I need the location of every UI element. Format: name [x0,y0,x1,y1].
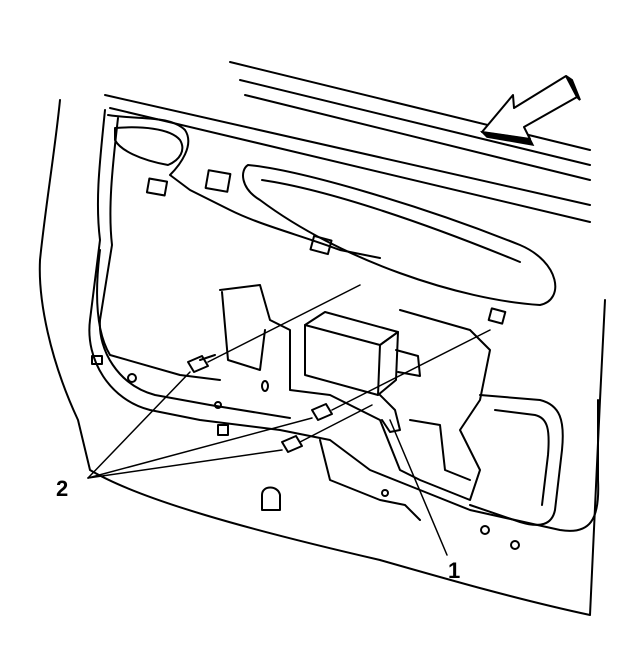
hole-1 [127,373,137,383]
clip-slot-4 [487,307,507,325]
clip-slot-5 [91,355,103,365]
guide-line-2 [331,329,491,411]
clip-slot-6 [217,424,229,436]
module-box-side [377,331,399,396]
door-belt-line-2 [239,79,591,166]
module-mount-plate [219,284,491,501]
door-upper-edge-2 [109,107,591,223]
callout-1-leader [389,419,448,556]
lower-clip [261,486,281,511]
hole-3 [214,401,222,409]
upper-recess [107,114,381,259]
hole-4 [381,489,389,497]
door-belt-line-3 [244,94,591,181]
forward-arrow-icon [479,75,581,146]
callout-2-leader-c [87,449,283,479]
module-bracket-lower-2 [409,419,471,481]
clip-slot-3 [309,234,333,256]
bolt-upper [187,354,216,373]
module-tab [379,394,401,433]
hole-5 [480,525,490,535]
guide-line-3 [299,404,373,443]
lower-opening [96,249,221,381]
pull-handle-recess [242,164,557,306]
clip-slot-2 [204,169,232,193]
inner-frame [88,109,600,532]
callout-2-label: 2 [56,476,68,501]
module-bracket-left [221,291,266,371]
upper-left-pocket [114,126,184,166]
callout-2-leader-b [87,417,313,479]
bolt-lower [281,435,303,453]
lower-opening-right-2 [494,409,550,506]
door-belt-line [229,61,591,151]
lower-opening-right [469,394,564,526]
pull-handle-inner [261,179,521,263]
hole-2 [261,380,269,392]
bolt-middle [311,403,333,421]
module-box-front [304,324,381,396]
callout-1-label: 1 [448,558,460,583]
callout-2-leader-a [87,371,191,479]
clip-slot-1 [145,177,169,197]
inner-frame-2 [98,117,291,419]
guide-line-1 [207,284,361,363]
door-outer-outline [38,99,606,616]
hole-6 [510,540,520,550]
door-upper-edge [104,94,591,206]
module-bracket-lower [319,439,421,521]
